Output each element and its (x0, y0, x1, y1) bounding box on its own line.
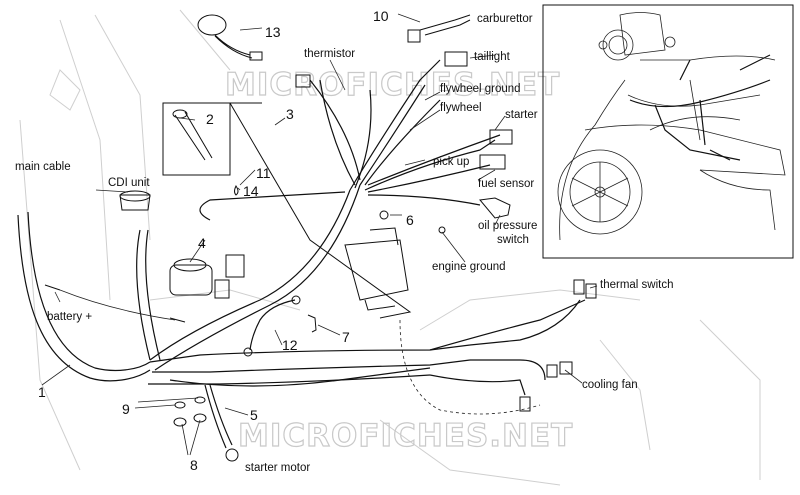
part-number-1: 1 (38, 384, 46, 400)
part-number-4: 4 (198, 235, 206, 251)
background-frame (19, 9, 761, 486)
label-flywheel-ground: flywheel ground (440, 83, 521, 95)
scooter-inset (542, 4, 794, 259)
label-thermal-switch: thermal switch (600, 279, 674, 291)
watermark-top: MICROFICHES.NET (225, 67, 560, 103)
part-number-14: 14 (243, 183, 259, 199)
components (44, 14, 597, 462)
part-number-2: 2 (206, 111, 214, 127)
label-flywheel: flywheel (440, 102, 482, 114)
part-number-12: 12 (282, 337, 298, 353)
labels: carburettor thermistor taillight flywhee… (15, 13, 674, 474)
label-pick-up: pick up (433, 156, 469, 168)
leader-lines (41, 13, 598, 456)
part-number-3: 3 (286, 106, 294, 122)
label-starter-motor: starter motor (245, 462, 310, 474)
part-numbers: 1 2 3 4 5 6 7 8 9 10 11 12 13 14 (38, 8, 414, 473)
label-oil-switch: switch (497, 234, 529, 246)
part-number-11: 11 (256, 165, 271, 181)
part-number-13: 13 (265, 24, 281, 40)
drop-icon (234, 185, 239, 196)
part-number-9: 9 (122, 401, 130, 417)
part-number-10: 10 (373, 8, 389, 24)
label-carburettor: carburettor (477, 13, 533, 25)
part-number-6: 6 (406, 212, 414, 228)
label-cooling-fan: cooling fan (582, 379, 638, 391)
label-oil-pressure: oil pressure (478, 220, 537, 232)
watermark-bottom: MICROFICHES.NET (238, 418, 573, 454)
label-battery: battery + (47, 311, 92, 323)
label-thermistor: thermistor (304, 48, 355, 60)
label-cdi-unit: CDI unit (108, 177, 150, 189)
label-starter: starter (505, 109, 538, 121)
part-number-8: 8 (190, 457, 198, 473)
part-number-5: 5 (250, 407, 258, 423)
label-taillight: taillight (474, 51, 511, 63)
label-fuel-sensor: fuel sensor (478, 178, 534, 190)
label-engine-ground: engine ground (432, 261, 506, 273)
main-harness (17, 59, 586, 396)
label-main-cable: main cable (15, 161, 71, 173)
part-number-7: 7 (342, 329, 350, 345)
